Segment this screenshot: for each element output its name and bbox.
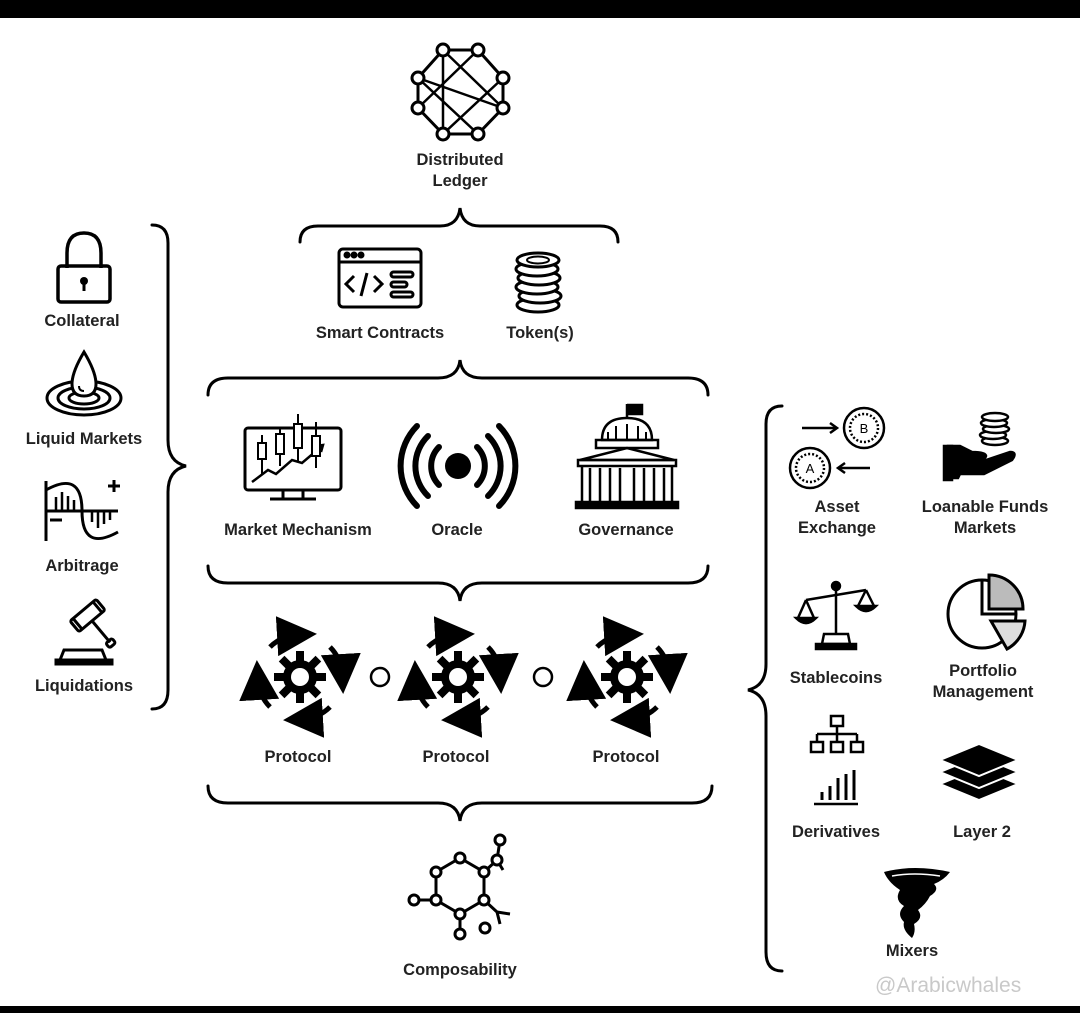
watermark: @Arabicwhales bbox=[875, 974, 1022, 997]
coin-a-glyph: A bbox=[806, 461, 815, 476]
smart-contracts-label: Smart Contracts bbox=[315, 324, 445, 342]
trading-monitor-icon bbox=[243, 414, 343, 501]
capitol-building-icon bbox=[574, 403, 680, 510]
arbitrage-label: Arbitrage bbox=[45, 557, 119, 575]
liquid-markets-label: Liquid Markets bbox=[25, 430, 143, 448]
layer2-label: Layer 2 bbox=[953, 823, 1011, 841]
brace-left bbox=[150, 223, 187, 711]
asset-exchange-label: Asset Exchange bbox=[798, 498, 876, 537]
diagram-canvas: B A bbox=[44, 42, 1027, 973]
layers-icon bbox=[937, 742, 1021, 802]
loanable-funds-label: Loanable Funds Markets bbox=[921, 498, 1049, 537]
governance-label: Governance bbox=[578, 521, 674, 539]
oracle-label: Oracle bbox=[431, 521, 483, 539]
protocol-gear-icon bbox=[239, 616, 361, 738]
arbitrage-icon bbox=[44, 480, 120, 541]
protocol-connector-dot bbox=[369, 666, 391, 688]
protocol-label-3: Protocol bbox=[592, 748, 660, 766]
protocol-gear-icon bbox=[397, 616, 519, 738]
collateral-label: Collateral bbox=[44, 312, 120, 330]
protocol-label-2: Protocol bbox=[422, 748, 490, 766]
liquidations-label: Liquidations bbox=[34, 677, 134, 695]
brace-protocols bbox=[206, 784, 714, 822]
gavel-icon bbox=[54, 598, 117, 666]
brace-right bbox=[747, 404, 784, 973]
hierarchy-chart-icon bbox=[809, 714, 865, 806]
distributed-ledger-label: Distributed Ledger bbox=[416, 151, 504, 190]
tokens-label: Token(s) bbox=[506, 324, 574, 342]
protocol-label-1: Protocol bbox=[264, 748, 332, 766]
composability-label: Composability bbox=[403, 961, 517, 979]
derivatives-label: Derivatives bbox=[791, 823, 881, 841]
portfolio-management-label: Portfolio Management bbox=[932, 662, 1034, 701]
coin-stack-icon bbox=[514, 251, 563, 314]
protocol-gear-icon bbox=[566, 616, 688, 738]
top-border bbox=[0, 0, 1080, 18]
broadcast-icon bbox=[397, 423, 519, 509]
stablecoins-label: Stablecoins bbox=[789, 669, 883, 687]
network-icon bbox=[410, 42, 511, 142]
coin-b-glyph: B bbox=[860, 421, 869, 436]
molecule-icon bbox=[407, 833, 511, 941]
hand-coins-icon bbox=[942, 411, 1016, 482]
brace-middle-bottom bbox=[206, 564, 710, 602]
market-mechanism-label: Market Mechanism bbox=[224, 521, 372, 539]
tornado-icon bbox=[884, 868, 950, 938]
water-drop-icon bbox=[45, 349, 123, 417]
balance-scale-icon bbox=[792, 580, 880, 651]
protocol-connector-dot bbox=[532, 666, 554, 688]
coin-swap-icon bbox=[788, 406, 886, 490]
brace-contracts bbox=[206, 359, 710, 397]
code-window-icon bbox=[337, 247, 423, 309]
brace-ledger bbox=[298, 207, 620, 244]
bottom-border bbox=[0, 1006, 1080, 1013]
pie-chart-icon bbox=[946, 573, 1027, 652]
mixers-label: Mixers bbox=[885, 942, 939, 960]
padlock-icon bbox=[56, 231, 112, 304]
